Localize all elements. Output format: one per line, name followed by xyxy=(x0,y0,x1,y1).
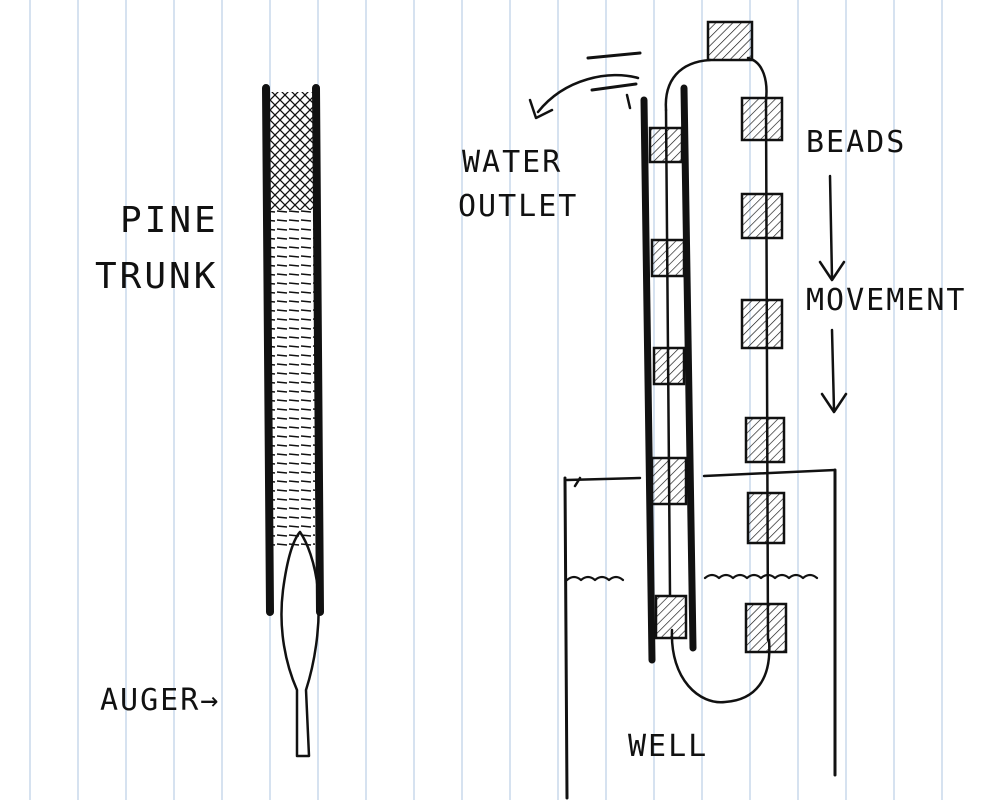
well-label: WELL xyxy=(628,729,708,764)
notebook-rule-lines xyxy=(29,0,943,800)
pine-label-line1: PINE xyxy=(120,200,219,241)
bead xyxy=(740,96,784,142)
bead xyxy=(652,346,686,386)
trunk-wood-fill xyxy=(269,210,315,550)
bead xyxy=(654,594,688,640)
auger-label: AUGER→ xyxy=(100,683,220,718)
well-drawing xyxy=(563,468,837,800)
bead xyxy=(706,20,754,62)
trunk-right-wall xyxy=(312,84,324,616)
water-surface xyxy=(565,573,819,582)
trunk-left-wall xyxy=(262,84,274,616)
water-outlet-label-line2: OUTLET xyxy=(458,189,578,224)
pine-label-line2: TRUNK xyxy=(95,256,218,297)
beads-label: BEADS xyxy=(806,125,906,160)
bead xyxy=(744,416,786,464)
bead xyxy=(650,456,688,506)
pump-pipe xyxy=(586,51,697,664)
outlet-arrow xyxy=(528,73,640,120)
bead xyxy=(746,491,786,545)
auger-drawing xyxy=(280,530,320,758)
pine-trunk-drawing xyxy=(262,84,324,616)
bead xyxy=(744,602,788,654)
movement-arrows xyxy=(818,174,848,414)
trunk-crosshatch-fill xyxy=(269,92,315,210)
beads xyxy=(648,20,788,654)
bead xyxy=(740,192,784,240)
water-outlet-label-line1: WATER xyxy=(462,145,562,180)
movement-label: MOVEMENT xyxy=(806,283,967,318)
bead xyxy=(648,126,684,164)
bead xyxy=(650,238,686,278)
bead xyxy=(740,298,784,350)
